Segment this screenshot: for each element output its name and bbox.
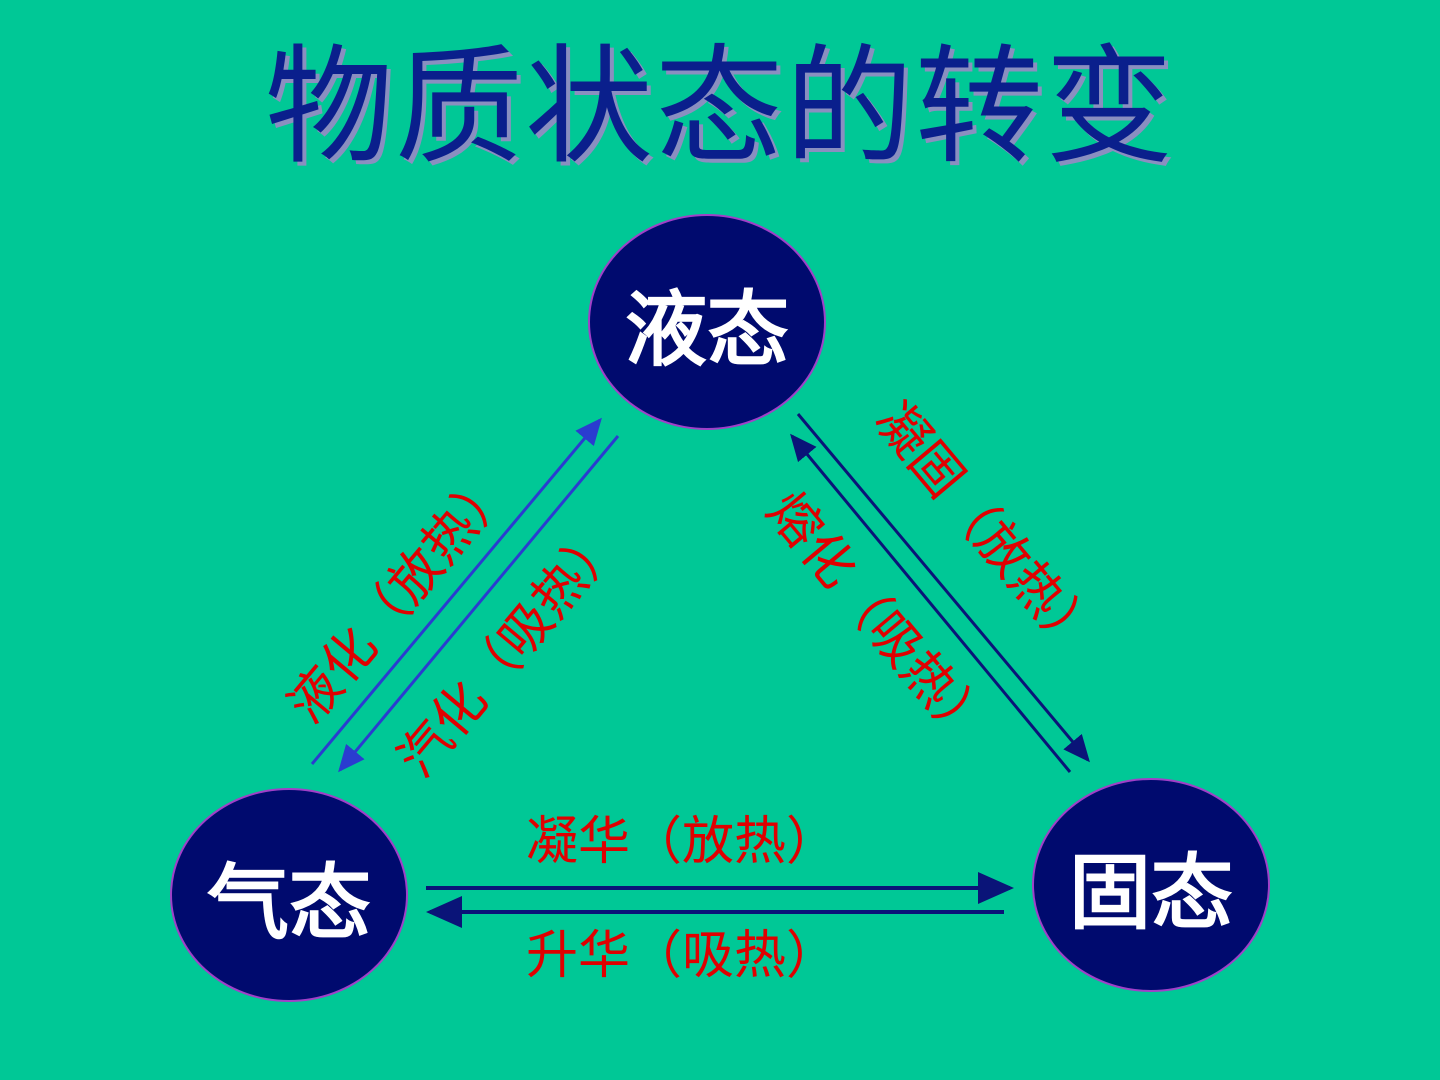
arrow-liquid-to-gas: [338, 435, 620, 773]
solid-state-node: 固态: [1032, 778, 1270, 992]
arrow-gas-to-liquid: [310, 417, 602, 765]
gas-state-node: 气态: [170, 788, 408, 1002]
label-sublimation: 升华（吸热）: [526, 926, 839, 986]
arrow-liquid-to-solid: [796, 413, 1090, 763]
slide-title: 物质状态的转变: [264, 33, 1175, 182]
label-desublimation: 凝华（放热）: [526, 812, 839, 872]
arrow-solid-to-liquid: [790, 433, 1072, 773]
liquid-state-node: 液态: [588, 214, 826, 430]
